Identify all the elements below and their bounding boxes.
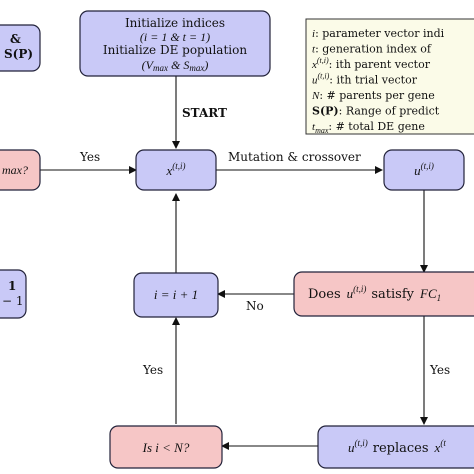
legend-item: t: generation index of <box>312 43 432 56</box>
legend-item: S(P): Range of predict <box>312 105 440 118</box>
is-i-label: Is i < N? <box>142 440 190 455</box>
init-line2: (i = 1 & t = 1) <box>140 30 210 44</box>
legend-items: i: parameter vector indi t: generation in… <box>311 27 445 135</box>
left-mid-label: max? <box>2 163 28 177</box>
yes-left-label: Yes <box>79 150 100 164</box>
mutation-label: Mutation & crossover <box>228 150 361 164</box>
x-node: x(t,i) <box>135 149 217 191</box>
legend: i: parameter vector indi t: generation in… <box>305 18 474 135</box>
u-node: u(t,i) <box>383 149 465 191</box>
left-top-line2: S(P) <box>4 47 33 61</box>
left-bottom-line2: − 1 <box>2 294 24 308</box>
increment-node: i = i + 1 <box>133 272 219 318</box>
left-bottom-line1: 1 <box>8 279 16 293</box>
init-line1: Initialize indices <box>125 16 225 30</box>
left-top-line1: & <box>10 32 21 46</box>
no-label: No <box>246 299 264 313</box>
left-mid-node: max? <box>0 149 41 191</box>
left-top-node: & S(P) <box>0 24 41 72</box>
yes-right-label: Yes <box>429 363 450 377</box>
x-node-label: x(t,i) <box>165 161 185 178</box>
increment-label: i = i + 1 <box>154 287 198 302</box>
legend-item: x(t,i): ith parent vector <box>311 56 431 71</box>
init-line4: (Vmax & Smax) <box>142 58 209 73</box>
yes-bottom-label: Yes <box>142 363 163 377</box>
legend-item: i: parameter vector indi <box>312 27 445 40</box>
start-label: START <box>182 106 227 120</box>
u-node-label: u(t,i) <box>414 161 434 178</box>
legend-item: u(t,i): ith trial vector <box>312 72 418 87</box>
legend-item: N: # parents per gene <box>311 89 435 102</box>
left-bottom-node: 1 − 1 <box>0 269 27 319</box>
is-i-node: Is i < N? <box>109 425 223 469</box>
init-line3: Initialize DE population <box>103 43 247 57</box>
init-node: Initialize indices (i = 1 & t = 1) Initi… <box>79 10 271 77</box>
legend-item: tmax: # total DE gene <box>312 120 425 135</box>
